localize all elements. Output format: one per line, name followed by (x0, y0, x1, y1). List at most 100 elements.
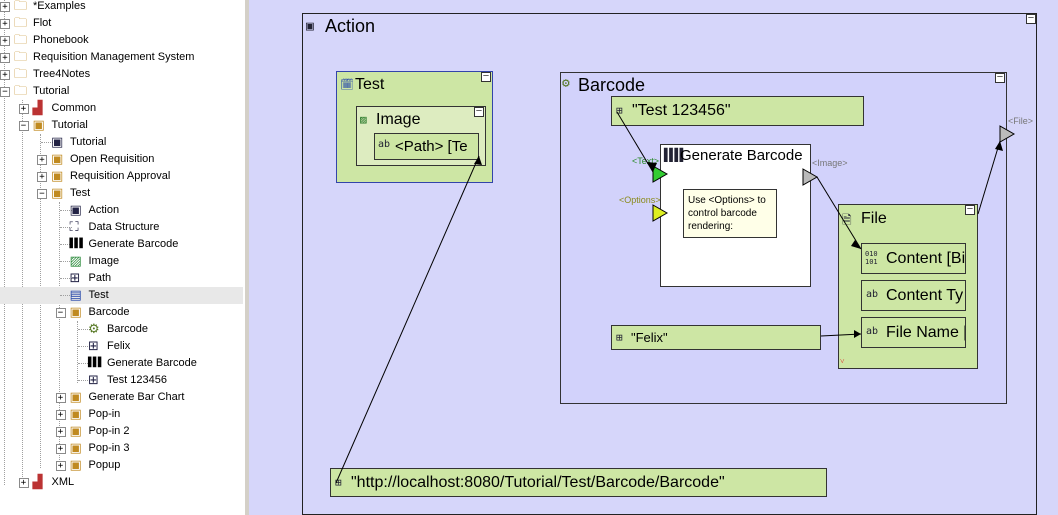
tree-item[interactable]: ▌▌▌Generate Barcode (0, 355, 243, 372)
path-icon: ⊞ (616, 331, 623, 344)
expand-toggle[interactable]: + (37, 155, 47, 165)
test-value-node[interactable]: ⊞ "Test 123456" (611, 96, 864, 126)
folder-icon: 🗀 (14, 50, 28, 65)
generate-barcode-title: Generate Barcode (680, 147, 803, 164)
flow-canvas[interactable]: ▣ Action – 🗓 Test – ▨ Image – ab <Path> … (249, 0, 1058, 515)
expand-toggle[interactable]: + (55, 427, 66, 437)
collapse-toggle[interactable]: − (0, 87, 10, 97)
collapse-toggle[interactable]: − (37, 189, 47, 199)
tree-item[interactable]: +🗀Flot (0, 15, 243, 32)
file-minimize-button[interactable]: – (965, 205, 975, 215)
tree-item[interactable]: +▣Generate Bar Chart (0, 389, 243, 406)
collapse-toggle[interactable]: − (55, 308, 66, 318)
barcode-minimize-button[interactable]: – (995, 73, 1005, 83)
action-minimize-button[interactable]: – (1026, 14, 1036, 24)
tree-connector (41, 142, 53, 143)
tree-item[interactable]: +▟Common (0, 100, 243, 117)
image-path-field[interactable]: ab <Path> [Te (374, 133, 479, 160)
expand-toggle[interactable]: + (55, 461, 66, 471)
tree-item-label: Open Requisition (70, 153, 155, 165)
file-title: File (861, 210, 887, 227)
felix-value-node[interactable]: ⊞ "Felix" (611, 325, 821, 350)
test-minimize-button[interactable]: – (481, 72, 491, 82)
tree-item[interactable]: +🗀*Examples (0, 0, 243, 15)
action-icon: ▣ (51, 135, 64, 150)
url-value-node[interactable]: ⊞ "http://localhost:8080/Tutorial/Test/B… (330, 468, 827, 497)
text-port-label: <Text> (632, 156, 660, 166)
felix-value-label: "Felix" (631, 330, 668, 345)
text-type-icon: ab (866, 289, 879, 300)
expand-toggle[interactable]: + (18, 478, 29, 488)
connection-line (977, 140, 1001, 215)
image-icon: ▨ (360, 113, 367, 126)
tree-item[interactable]: ⊞Path (0, 270, 243, 287)
expand-toggle[interactable]: + (18, 104, 29, 114)
expand-toggle[interactable]: + (55, 444, 66, 454)
barcode-gear-icon: ⚙ (562, 76, 570, 91)
tree-connector (59, 295, 72, 296)
tree-item-label: Pop-in 3 (88, 442, 130, 454)
tree-item[interactable]: −▣Test (0, 185, 243, 202)
project-tree[interactable]: +🗀*Examples+🗀Flot+🗀Phonebook+🗀Requisitio… (0, 0, 245, 515)
collapse-toggle[interactable]: − (18, 121, 29, 131)
tree-connector (59, 210, 72, 211)
content-field-label: Content [Bi (886, 250, 966, 267)
tree-item-label: Barcode (88, 306, 130, 318)
expand-toggle[interactable]: + (0, 53, 10, 63)
tree-item[interactable]: ▣Tutorial (0, 134, 243, 151)
tree-item-label: Felix (107, 340, 131, 352)
file-error-icon: ˅ (840, 357, 845, 366)
pane-splitter[interactable] (244, 0, 250, 515)
tree-item[interactable]: +▣ Pop-in 3 (0, 440, 243, 457)
box-icon: ▣ (69, 305, 82, 320)
tree-item[interactable]: +🗀Tree4Notes (0, 66, 243, 83)
tree-item[interactable]: + ▣ Open Requisition (0, 151, 243, 168)
tree-item[interactable]: ⚙Barcode (0, 321, 243, 338)
tree-item-label: Tutorial (33, 85, 70, 97)
tree-connector (78, 329, 90, 330)
expand-toggle[interactable]: + (0, 2, 10, 12)
tree-item[interactable]: ⊞Test 123456 (0, 372, 243, 389)
tree-item-label: Test (88, 289, 109, 301)
tree-item[interactable]: +🗀Requisition Management System (0, 49, 243, 66)
tree-item[interactable]: ▤Test (0, 287, 243, 304)
expand-toggle[interactable]: + (0, 19, 10, 29)
expand-toggle[interactable]: + (37, 172, 47, 182)
text-type-icon: ab (378, 139, 391, 150)
tree-item[interactable]: ▨Image (0, 253, 243, 270)
connections-layer (335, 111, 1016, 484)
expand-toggle[interactable]: + (55, 410, 66, 420)
tree-connector (78, 363, 90, 364)
barcode-icon: ▌▌▌ (69, 239, 87, 249)
tree-item[interactable]: +🗀Phonebook (0, 32, 243, 49)
tree-item[interactable]: +▟XML (0, 474, 243, 491)
tree-item[interactable]: −▣Tutorial (0, 117, 243, 134)
tree-item[interactable]: ▣Action (0, 202, 243, 219)
content-type-field[interactable]: ab Content Ty (861, 280, 966, 311)
expand-toggle[interactable]: + (0, 36, 10, 46)
tree-item[interactable]: ▌▌▌Generate Barcode (0, 236, 243, 253)
tree-item[interactable]: +▣Pop-in 2 (0, 423, 243, 440)
tree-connector (59, 278, 72, 279)
expand-toggle[interactable]: + (0, 70, 10, 80)
box-icon: ▣ (51, 152, 64, 167)
tree-item-label: Pop-in 2 (88, 425, 130, 437)
tree-connector (59, 227, 72, 228)
box-icon: ▣ (69, 441, 82, 456)
file-icon: 🗎 (842, 213, 852, 227)
tree-item[interactable]: +▣Requisition Approval (0, 168, 243, 185)
tree-item-label: Popup (88, 459, 121, 471)
tree-item[interactable]: +▣Pop-in (0, 406, 243, 423)
tree-connector (78, 380, 90, 381)
file-name-field[interactable]: ab File Name [ (861, 317, 966, 348)
tree-item[interactable]: ⊞Felix (0, 338, 243, 355)
tree-item[interactable]: −▣ Barcode (0, 304, 243, 321)
tree-item-label: Flot (33, 17, 52, 29)
url-value-label: "http://localhost:8080/Tutorial/Test/Bar… (351, 474, 725, 491)
tree-item[interactable]: +▣Popup (0, 457, 243, 474)
image-minimize-button[interactable]: – (474, 107, 484, 117)
expand-toggle[interactable]: + (55, 393, 66, 403)
tree-item[interactable]: ⛶Data Structure (0, 219, 243, 236)
tree-item[interactable]: −🗀Tutorial (0, 83, 243, 100)
